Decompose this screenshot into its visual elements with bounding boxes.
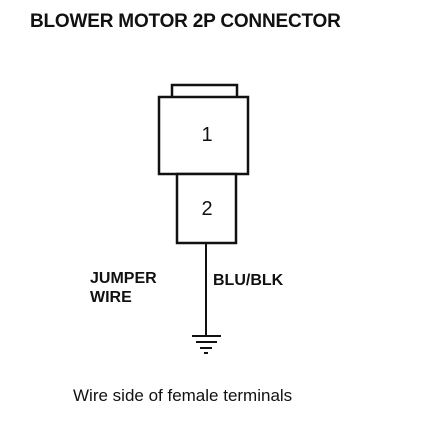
connector-latch xyxy=(170,83,239,97)
jumper-wire-label: JUMPER WIRE xyxy=(90,269,157,307)
wire-color-label: BLU/BLK xyxy=(213,272,284,289)
diagram-title: BLOWER MOTOR 2P CONNECTOR xyxy=(30,11,341,32)
pin-2-label: 2 xyxy=(201,198,212,220)
pin-1-label: 1 xyxy=(201,124,212,146)
connector-cavity-1 xyxy=(157,95,250,176)
jumper-label-line-2: WIRE xyxy=(90,289,132,306)
jumper-label-line-1: JUMPER xyxy=(90,270,157,287)
ground-icon xyxy=(192,335,221,354)
diagram-caption: Wire side of female terminals xyxy=(73,386,293,405)
